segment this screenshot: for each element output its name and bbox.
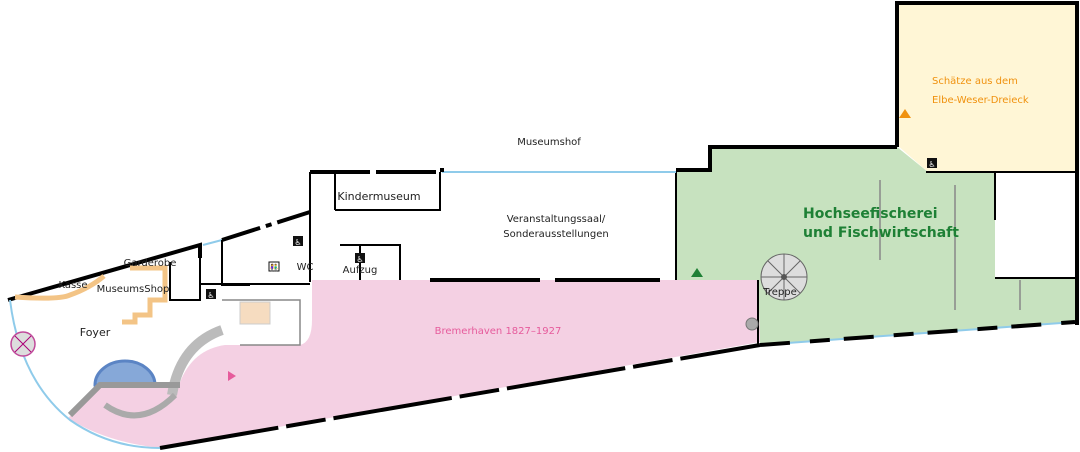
direction-arrow-icon <box>228 371 236 381</box>
label-museumsshop: MuseumsShop <box>97 284 170 295</box>
area-bremerhaven[interactable] <box>68 280 760 448</box>
label-fischwirtschaft: und Fischwirtschaft <box>803 225 959 241</box>
label-schaetze: Schätze aus dem <box>932 76 1018 87</box>
svg-text:👫: 👫 <box>270 263 279 272</box>
svg-text:♿: ♿ <box>356 255 363 264</box>
label-hochseefischerei: Hochseefischerei <box>803 206 938 222</box>
wheelchair-icon: ♿ <box>206 289 216 300</box>
label-garderobe: Garderobe <box>124 258 177 269</box>
svg-text:♿: ♿ <box>294 238 301 247</box>
wheelchair-icon: ♿ <box>927 158 937 169</box>
label-bremerhaven: Bremerhaven 1827–1927 <box>435 326 562 337</box>
label-kasse: Kasse <box>58 280 87 291</box>
restroom-icon: 👫 <box>268 261 280 272</box>
svg-text:♿: ♿ <box>928 160 935 169</box>
column-icon <box>745 317 759 331</box>
label-treppe: Treppe <box>762 287 797 298</box>
green-marker-icon <box>691 268 703 277</box>
orange-marker-icon <box>899 109 911 118</box>
label-museumshof: Museumshof <box>517 137 581 148</box>
label-aufzug: Aufzug <box>343 265 378 276</box>
spiral-staircase-icon[interactable] <box>760 253 808 301</box>
revolving-door-icon <box>10 331 36 357</box>
label-sonderausstellungen: Sonderausstellungen <box>503 229 608 240</box>
svg-text:♿: ♿ <box>207 291 214 300</box>
wheelchair-icon: ♿ <box>355 253 365 264</box>
label-foyer: Foyer <box>80 326 111 339</box>
label-elbe-weser: Elbe-Weser-Dreieck <box>932 95 1029 106</box>
area-schaetze[interactable] <box>897 5 1075 172</box>
label-veranstaltungssaal: Veranstaltungssaal/ <box>507 214 606 225</box>
label-kindermuseum: Kindermuseum <box>337 190 420 203</box>
wheelchair-icon: ♿ <box>293 236 303 247</box>
label-wc: WC <box>297 262 314 273</box>
